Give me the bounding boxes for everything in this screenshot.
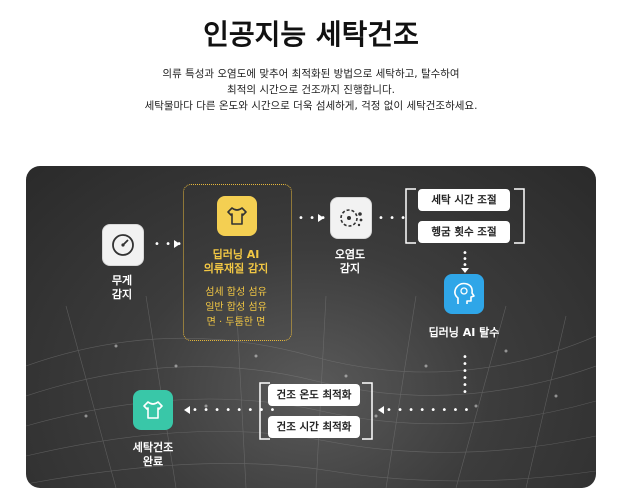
flow-arrow-2 (318, 214, 324, 222)
adjust-bracket-right (514, 188, 525, 244)
ai-fabric-frame (183, 184, 292, 341)
weight-label-2: 감지 (111, 288, 133, 301)
dry-bracket-left (259, 382, 270, 440)
fabric-item: 섬세 합성 섬유 (205, 287, 267, 298)
wash-time-pill: 세탁 시간 조절 (418, 189, 510, 211)
flow-arrow-1 (174, 240, 180, 248)
description-line-2: 최적의 시간으로 건조까지 진행합니다. (227, 84, 395, 96)
fabric-item: 면 · 두툼한 면 (206, 317, 266, 328)
description-line-3: 세탁물마다 다른 온도와 시간으로 더욱 섬세하게, 걱정 없이 세탁건조하세요… (144, 100, 478, 112)
description-line-1: 의류 특성과 오염도에 맞추어 최적화된 방법으로 세탁하고, 탈수하여 (162, 68, 460, 80)
ai-spin-label: 딥러닝 AI 탈수 (428, 326, 500, 339)
flow-arrow-down (461, 268, 469, 273)
ai-head-icon (444, 274, 484, 314)
flow-dots-4: • • • • • • • • (386, 405, 471, 416)
dry-temp-pill: 건조 온도 최적화 (268, 384, 360, 406)
flow-dots-vertical-2: •••••• (462, 352, 469, 398)
weight-label-1: 무게 (111, 274, 133, 287)
flow-dots-vertical-1: ••• (462, 248, 469, 271)
dry-time-pill: 건조 시간 최적화 (268, 416, 360, 438)
shirt-icon (217, 196, 257, 236)
adjust-bracket (405, 188, 416, 244)
gauge-icon (102, 224, 144, 266)
rinse-count-pill: 헹굼 횟수 조절 (418, 221, 510, 243)
ai-fabric-title-2: 의류재질 감지 (203, 262, 269, 275)
flow-arrow-left-2 (184, 406, 190, 414)
page-title: 인공지능 세탁건조 (203, 18, 419, 51)
flow-arrow-left-1 (378, 406, 384, 414)
fabric-item: 일반 합성 섬유 (205, 302, 267, 313)
flow-dots-5: • • • • • • • • (192, 405, 277, 416)
process-panel: 무게 감지 • • • 딥러닝 AI 의류재질 감지 섬세 합성 섬유 일반 합… (26, 166, 596, 488)
sensor-icon (330, 197, 372, 239)
shirt-icon (133, 390, 173, 430)
soil-label-1: 오염도 (334, 248, 366, 261)
flow-dots-2: • • • (298, 213, 328, 224)
soil-label-2: 감지 (339, 262, 361, 275)
dry-bracket-right (362, 382, 373, 440)
done-label-1: 세탁건조 (132, 441, 174, 454)
done-label-2: 완료 (142, 455, 164, 468)
flow-dots-3: • • • (378, 213, 408, 224)
network-background (26, 295, 596, 488)
flow-dots-1: • • • (154, 239, 184, 250)
ai-fabric-title-1: 딥러닝 AI (212, 248, 260, 261)
